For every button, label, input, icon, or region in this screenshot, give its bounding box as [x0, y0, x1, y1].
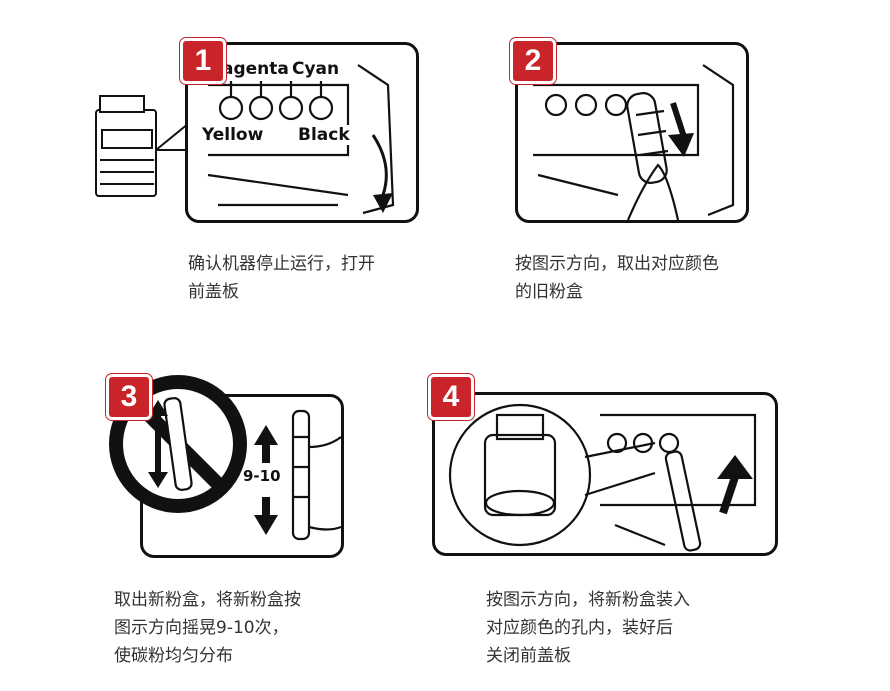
step-4-panel	[432, 392, 778, 556]
insert-new-cartridge-illustration	[448, 403, 757, 552]
step-4-caption: 按图示方向，将新粉盒装入 对应颜色的孔内，装好后 关闭前盖板	[486, 590, 690, 666]
step-4-badge: 4	[428, 374, 474, 420]
step-3-badge: 3	[106, 374, 152, 420]
front-cover-open-illustration	[207, 64, 395, 215]
step-2-badge: 2	[510, 38, 556, 84]
label-magenta: agenta	[220, 59, 291, 79]
step-1-caption: 确认机器停止运行，打开 前盖板	[188, 254, 375, 302]
step-1-panel: agenta Cyan Yellow Black	[185, 42, 419, 223]
step-1-badge: 1	[180, 38, 226, 84]
shake-count-label: 9-10	[243, 467, 281, 485]
label-black: Black	[296, 125, 352, 145]
label-yellow: Yellow	[200, 125, 266, 145]
step-2-caption: 按图示方向，取出对应颜色 的旧粉盒	[515, 254, 719, 302]
shake-cartridge-illustration	[254, 409, 341, 541]
step-3-caption: 取出新粉盒，将新粉盒按 图示方向摇晃9-10次， 使碳粉均匀分布	[114, 590, 301, 666]
remove-old-cartridge-illustration	[533, 64, 735, 220]
step-3-panel: 9-10	[140, 394, 344, 558]
label-cyan: Cyan	[290, 59, 342, 79]
